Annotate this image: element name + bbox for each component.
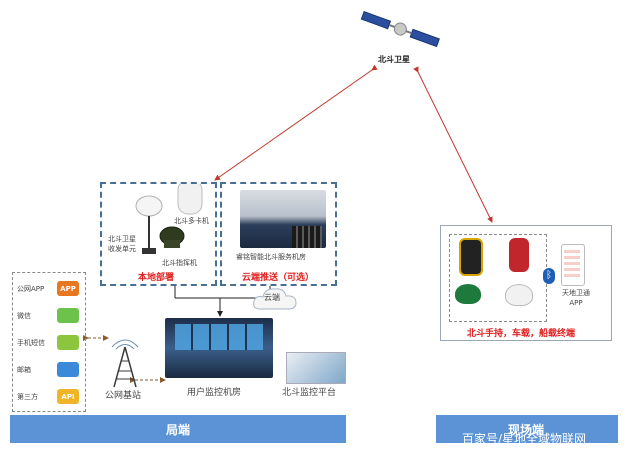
channel-icon (57, 335, 79, 350)
bureau-side-label: 局端 (165, 422, 190, 437)
phone-app-content (564, 250, 580, 278)
cloud-bubble: 云端 (252, 285, 298, 313)
channel-label: 公网APP (17, 285, 45, 293)
cloud-section-label: 云端推送（可选） (242, 273, 315, 283)
channel-item: 第三方 API (17, 387, 81, 407)
channel-item: 微信 (17, 306, 81, 326)
satellite-node: 北斗卫星 (350, 5, 450, 65)
cloud-bubble-label: 云端 (264, 293, 280, 302)
handheld-terminal-device (459, 238, 483, 276)
channel-icon: API (57, 389, 79, 404)
multi-card-label: 北斗多卡机 (174, 217, 209, 225)
multi-card-device (177, 184, 203, 215)
ship-antenna-green (455, 284, 481, 304)
field-terminals-box: ᛒ 天地卫通 APP 北斗手持，车载，船载终端 (440, 225, 612, 341)
server-room-label: 睿铭智能北斗服务机房 (236, 253, 306, 261)
monitor-platform-label: 北斗监控平台 (282, 388, 337, 398)
monitor-room-label: 用户监控机房 (187, 388, 242, 398)
channel-item: 邮箱 (17, 360, 81, 380)
cloud-push-box: 睿铭智能北斗服务机房 云端推送（可选） (220, 182, 337, 286)
notification-channels-box: 公网APP APP 微信手机短信邮箱第三方 API (12, 272, 86, 412)
command-machine-label: 北斗指挥机 (162, 259, 197, 267)
channel-label: 手机短信 (17, 339, 45, 347)
field-section-label: 北斗手持，车载，船载终端 (467, 329, 576, 339)
channel-item: 手机短信 (17, 333, 81, 353)
base-station-node: 公网基站 (100, 335, 150, 405)
channel-label: 微信 (17, 312, 31, 320)
field-app-label: 天地卫通 APP (562, 289, 590, 307)
monitor-screens (175, 324, 263, 350)
transceiver-label: 北斗卫星 收发单元 (108, 235, 136, 253)
ship-antenna-white (505, 284, 533, 306)
field-side-label: 现场端 (508, 422, 545, 437)
channel-icon (57, 308, 79, 323)
channel-label: 第三方 (17, 393, 38, 401)
satellite-label: 北斗卫星 (378, 55, 410, 64)
base-station-label: 公网基站 (105, 391, 142, 401)
base-station-tower-icon (111, 339, 139, 388)
server-rack-icon (292, 226, 322, 248)
bluetooth-icon: ᛒ (543, 268, 555, 284)
transceiver-device (135, 195, 163, 217)
field-side-bar: 现场端 (436, 415, 618, 443)
watermark-text: 百家号/星地全域物联网 (462, 432, 587, 446)
monitor-room-node: 用户监控机房 (165, 318, 273, 402)
local-deployment-box: 北斗多卡机 北斗卫星 收发单元 北斗指挥机 本地部署 (100, 182, 217, 286)
platform-screenshot (286, 352, 346, 384)
bureau-side-bar: 局端 (10, 415, 346, 443)
satellite-local-link (214, 64, 378, 181)
channel-icon (57, 362, 79, 377)
satellite-icon (360, 10, 440, 48)
cloud-icon (253, 288, 297, 310)
monitor-platform-node: 北斗监控平台 (282, 352, 350, 400)
channel-item: 公网APP APP (17, 279, 81, 299)
satellite-field-link (413, 66, 493, 223)
channel-label: 邮箱 (17, 366, 31, 374)
local-section-label: 本地部署 (138, 273, 175, 283)
local-devices-illustration (135, 184, 203, 254)
channel-icon: APP (57, 281, 79, 296)
vehicle-terminal-device (509, 238, 529, 272)
